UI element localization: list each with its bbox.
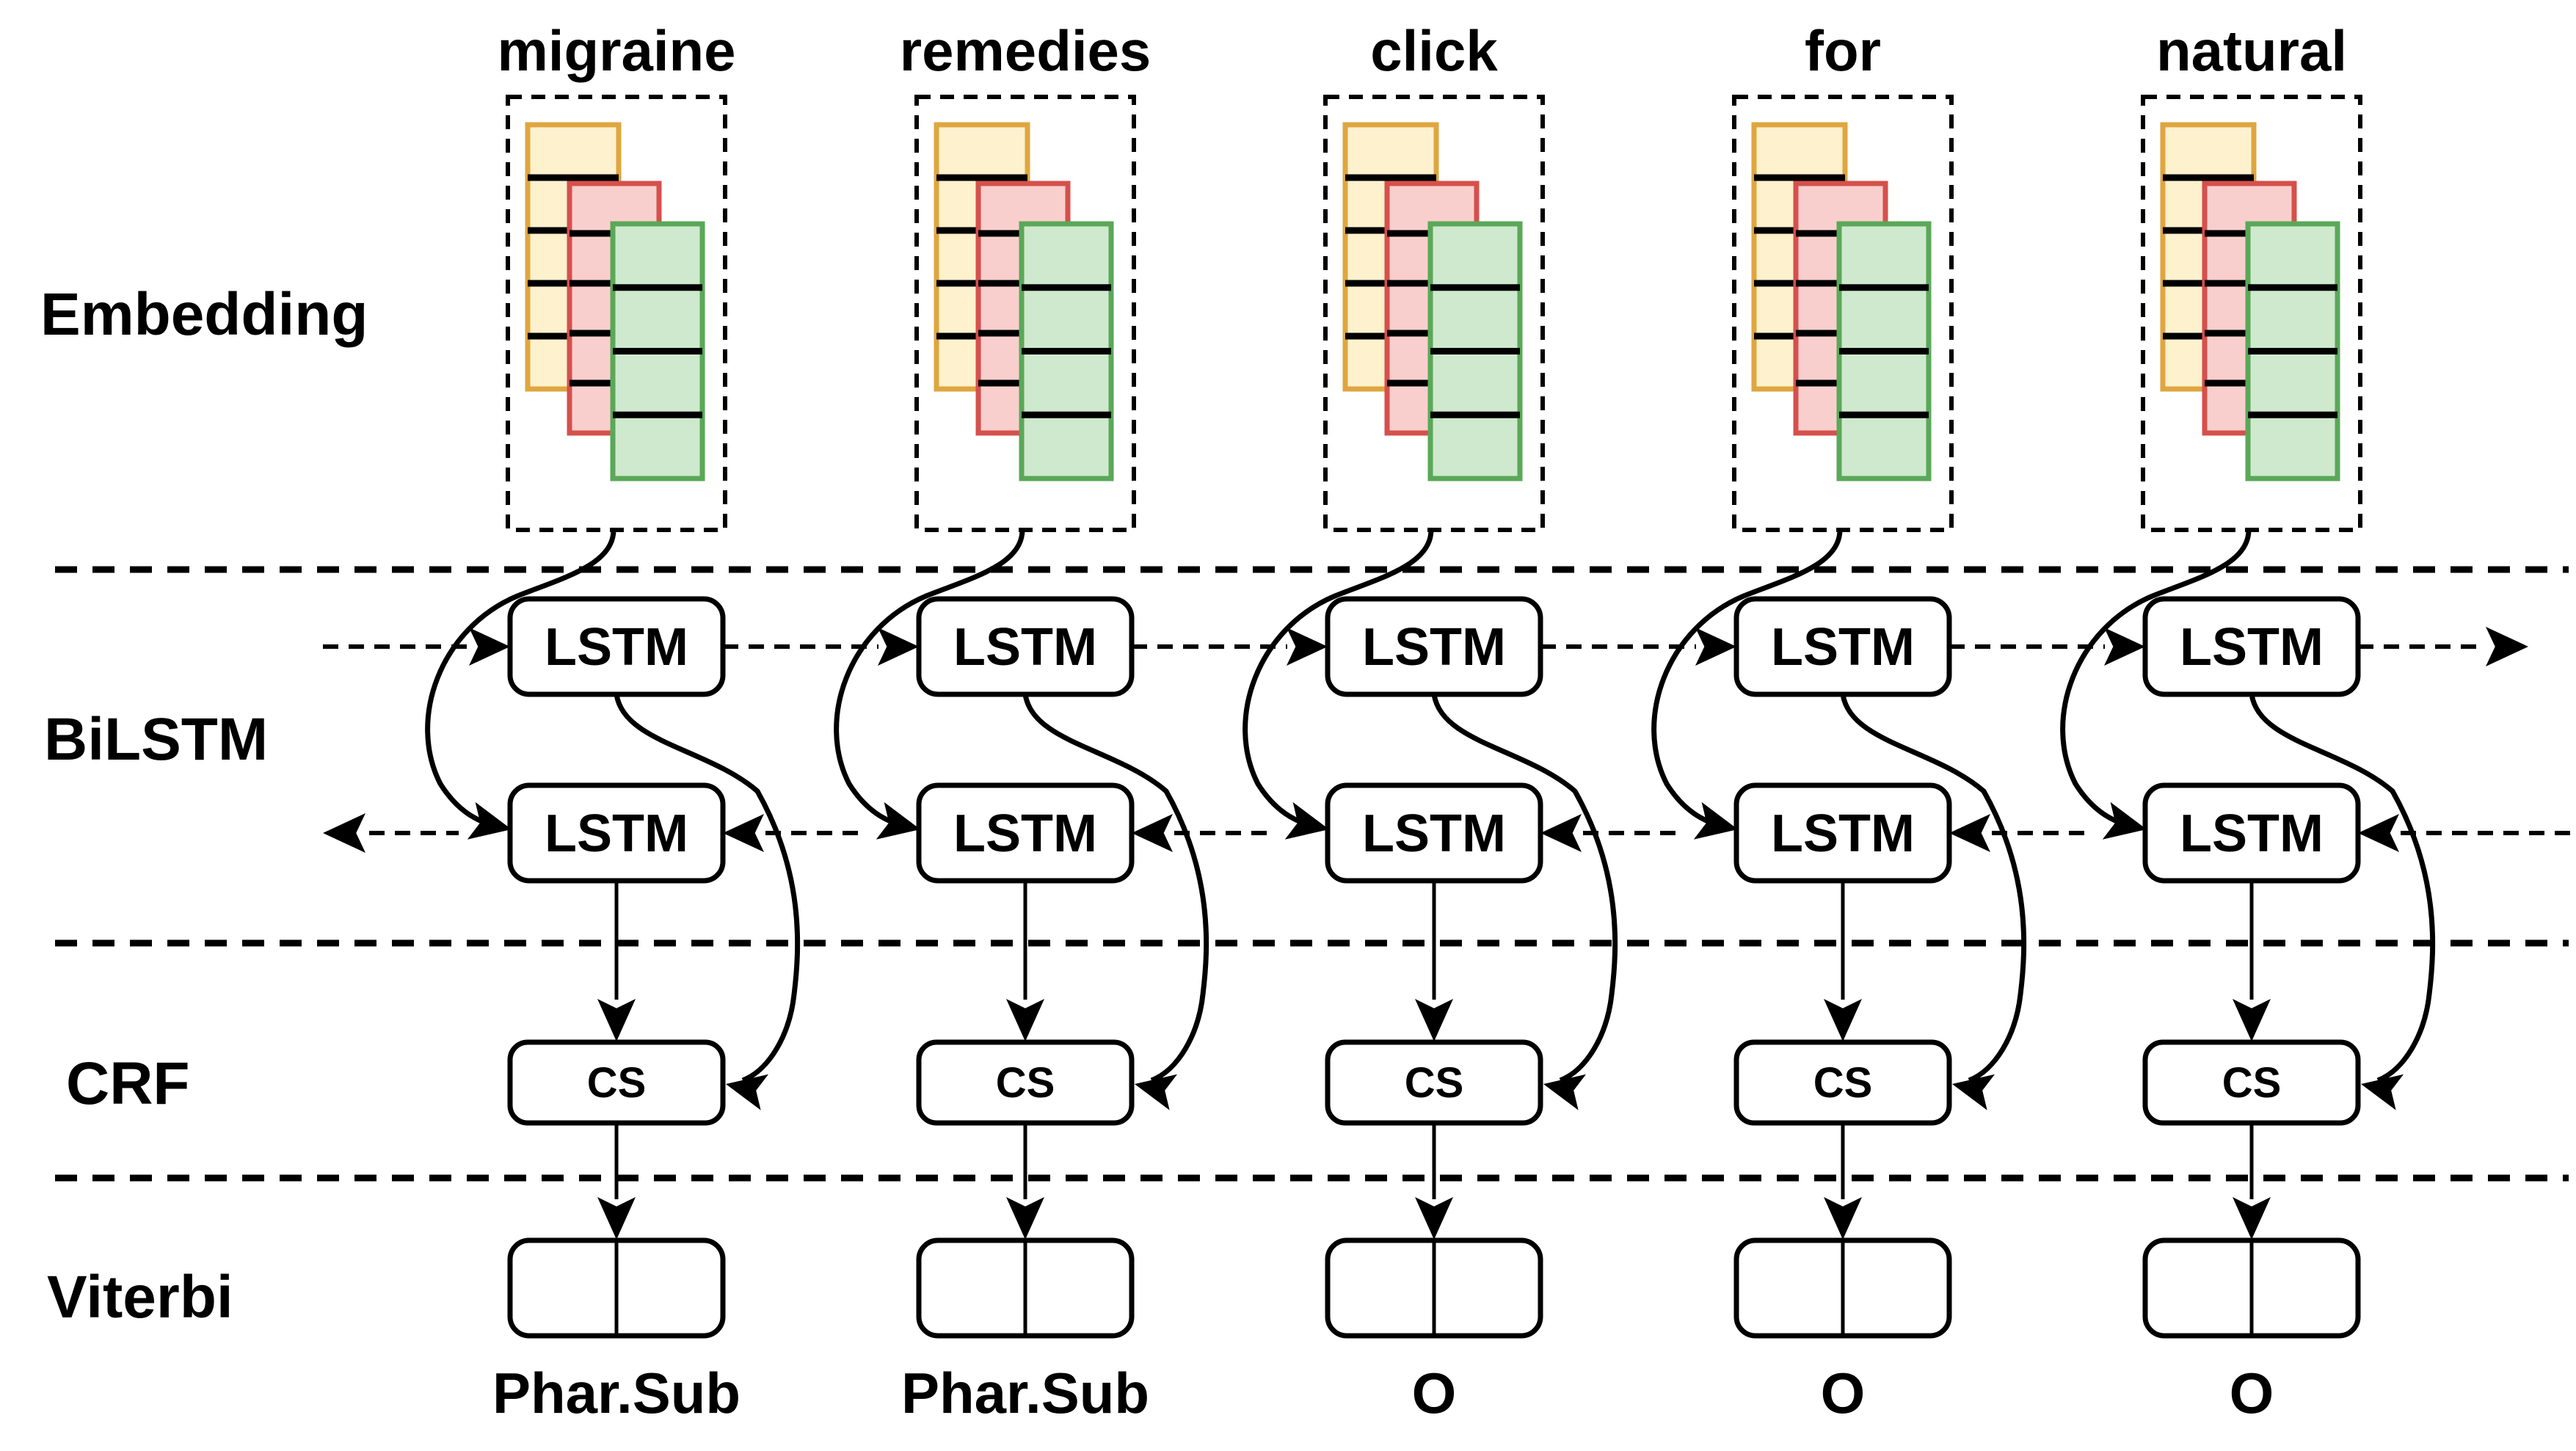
backward-input-arrowhead <box>1949 814 1990 852</box>
embedding-vector-front <box>1427 221 1523 481</box>
predicted-tag-label: O <box>1412 1361 1457 1425</box>
forward-lstm-label: LSTM <box>545 618 688 677</box>
forward-to-crf-arrowhead <box>1952 1074 1995 1110</box>
backward-input-arrowhead <box>723 814 764 852</box>
backward-input-arrowhead <box>2358 814 2399 852</box>
forward-to-crf-arrowhead <box>1135 1074 1178 1110</box>
crf-node-label: CS <box>587 1059 647 1107</box>
forward-lstm-to-crf-curve <box>1840 694 2027 1083</box>
predicted-tag-label: O <box>2230 1361 2274 1425</box>
token-word-label: natural <box>2156 18 2347 83</box>
forward-to-crf-arrowhead <box>1543 1074 1587 1110</box>
embedding-vector-front <box>1019 221 1114 481</box>
forward-to-crf-arrowhead <box>726 1074 769 1110</box>
backward-input-arrowhead <box>1540 814 1582 852</box>
embedding-vector-front <box>1836 221 1932 481</box>
layer-separators <box>55 566 2569 1182</box>
embedding-to-lstm-curve <box>1651 529 1843 829</box>
forward-lstm-to-crf-curve <box>2249 694 2436 1083</box>
crf-to-viterbi-arrowhead <box>1824 1197 1862 1240</box>
embedding-vector-front <box>2245 221 2340 481</box>
layer-label-embedding: Embedding <box>40 281 368 348</box>
embedding-to-lstm-curve <box>1242 529 1434 829</box>
crf-to-viterbi-arrowhead <box>2233 1197 2271 1240</box>
embedding-input-arrowhead <box>1284 801 1329 840</box>
backward-lstm-label: LSTM <box>545 804 688 863</box>
forward-lstm-label: LSTM <box>953 618 1097 677</box>
backward-lstm-label: LSTM <box>953 804 1097 863</box>
forward-input-arrowhead <box>469 628 510 666</box>
embedding-box <box>1323 95 1545 532</box>
embedding-to-lstm-curve <box>425 529 616 829</box>
lstm-to-crf-arrowhead <box>1824 999 1862 1041</box>
embedding-input-arrowhead <box>1693 801 1738 840</box>
lstm-to-crf-arrowhead <box>597 999 636 1041</box>
embedding-input-arrowhead <box>467 801 512 840</box>
embedding-box <box>506 95 727 532</box>
backward-lstm-label: LSTM <box>1362 804 1506 863</box>
crf-node <box>507 1039 726 1126</box>
crf-node <box>2142 1039 2361 1126</box>
embedding-vector-front <box>610 221 705 481</box>
forward-input-arrowhead <box>2104 628 2145 666</box>
forward-lstm-label: LSTM <box>1362 618 1506 677</box>
embedding-box <box>2141 95 2362 532</box>
embedding-input-arrowhead <box>876 801 920 840</box>
predicted-tag-label: Phar.Sub <box>492 1361 741 1425</box>
forward-lstm-to-crf-curve <box>614 694 801 1083</box>
recurrent-flow-lines <box>323 627 2573 853</box>
crf-node <box>1325 1039 1543 1126</box>
crf-node <box>1733 1039 1952 1126</box>
predicted-tag-label: O <box>1821 1361 1866 1425</box>
forward-input-arrowhead <box>878 628 919 666</box>
layer-label-viterbi: Viterbi <box>47 1264 233 1331</box>
crf-node-label: CS <box>1813 1059 1873 1107</box>
backward-lstm-label: LSTM <box>2180 804 2324 863</box>
embedding-input-arrowhead <box>2102 801 2147 840</box>
forward-to-crf-arrowhead <box>2361 1074 2404 1110</box>
forward-lstm-label: LSTM <box>1771 618 1915 677</box>
token-word-label: for <box>1805 18 1881 83</box>
crf-to-viterbi-arrowhead <box>1006 1197 1044 1240</box>
backward-lstm-label: LSTM <box>1771 804 1915 863</box>
crf-node-label: CS <box>2222 1059 2282 1107</box>
layer-label-bilstm: BiLSTM <box>44 706 268 773</box>
backward-output-arrowhead <box>323 813 365 853</box>
token-word-label: migraine <box>497 18 735 83</box>
forward-input-arrowhead <box>1287 628 1328 666</box>
crf-node-label: CS <box>996 1059 1055 1107</box>
lstm-to-crf-arrowhead <box>1415 999 1453 1041</box>
token-word-label: remedies <box>900 18 1151 83</box>
crf-node <box>916 1039 1135 1126</box>
forward-lstm-to-crf-curve <box>1431 694 1618 1083</box>
forward-output-arrowhead <box>2486 627 2528 666</box>
forward-input-arrowhead <box>1695 628 1736 666</box>
crf-to-viterbi-arrowhead <box>597 1197 636 1240</box>
embedding-box <box>1732 95 1954 532</box>
lstm-to-crf-arrowhead <box>2233 999 2271 1041</box>
forward-lstm-label: LSTM <box>2180 618 2324 677</box>
lstm-to-crf-arrowhead <box>1006 999 1044 1041</box>
embedding-to-lstm-curve <box>2060 529 2252 829</box>
forward-lstm-to-crf-curve <box>1022 694 1209 1083</box>
layer-label-crf: CRF <box>66 1050 190 1117</box>
token-word-label: click <box>1370 18 1498 83</box>
embedding-box <box>914 95 1136 532</box>
backward-input-arrowhead <box>1132 814 1173 852</box>
crf-to-viterbi-arrowhead <box>1415 1197 1453 1240</box>
embedding-to-lstm-curve <box>834 529 1025 829</box>
crf-node-label: CS <box>1405 1059 1464 1107</box>
predicted-tag-label: Phar.Sub <box>901 1361 1149 1425</box>
